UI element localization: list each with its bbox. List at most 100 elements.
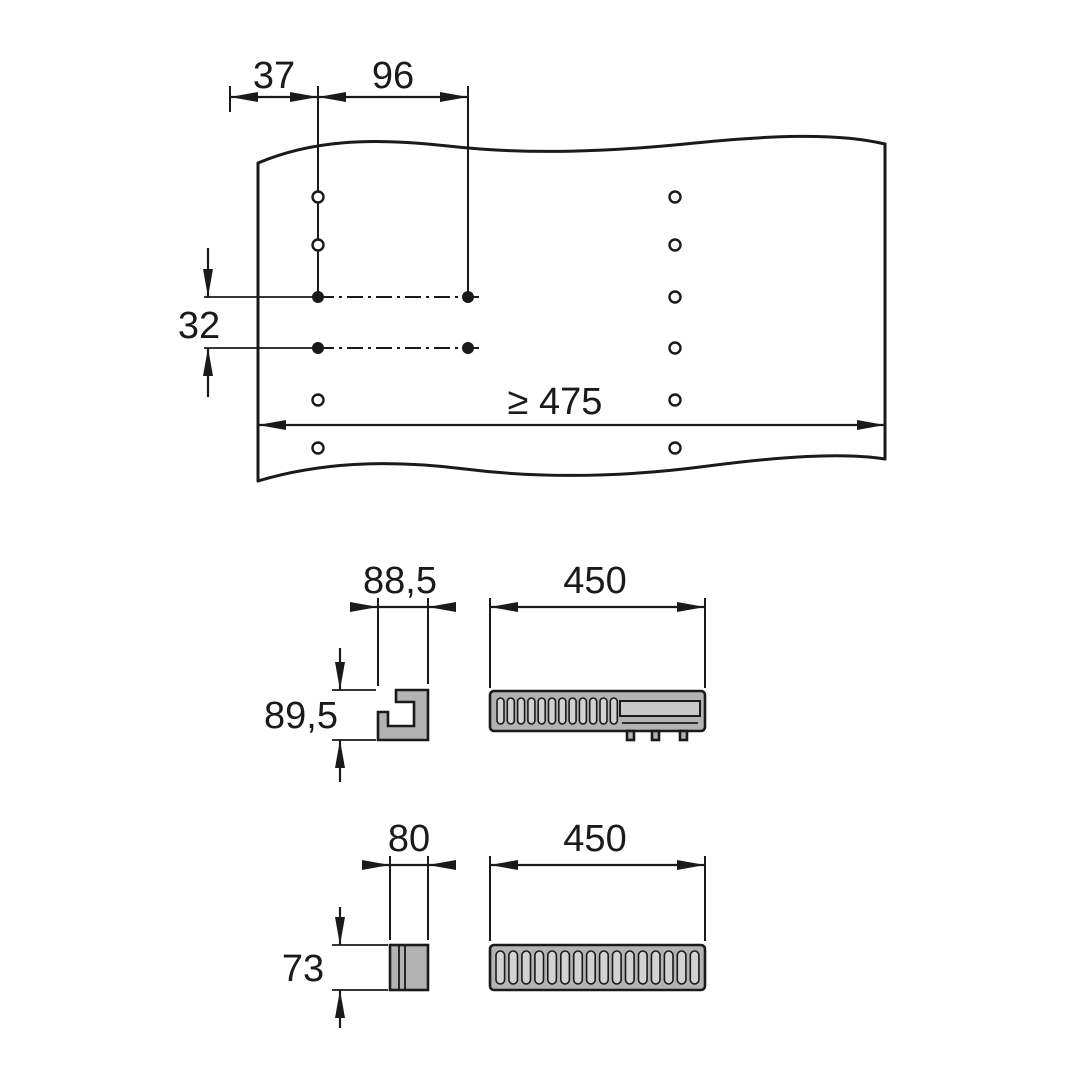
arrow-right-80 [362,860,390,870]
vent-slot [568,697,577,725]
hole [668,441,682,455]
hole [311,238,325,252]
extension-lines-89-5 [332,689,376,741]
dim-80: 80 [362,818,456,940]
arrow-right-88-5 [350,602,378,612]
rear-plate [619,700,701,717]
vent-slot [624,950,635,985]
dim-89-5-label: 89,5 [264,695,338,737]
vent-slot [496,697,505,725]
vent-slot [508,950,519,985]
hole [311,190,325,204]
vent-slot [527,697,536,725]
fixing-hole [312,342,324,354]
dim-475-label: ≥ 475 [508,381,603,423]
hole [668,290,682,304]
fixing-holes [312,291,474,354]
panel-bottom-break-line [256,454,887,483]
unit-side-view-bottom [388,943,430,992]
vent-slot [516,697,526,725]
vent-slot-group [496,697,619,725]
hole [668,190,682,204]
arrow-left-450-bottom [490,860,518,870]
dim-450-bottom: 450 [489,818,706,941]
extension-lines-88-5 [377,598,429,686]
fixing-hole [312,291,324,303]
extension-lines-450-middle [489,598,706,688]
dim-450-middle: 450 [489,560,706,688]
hole [668,341,682,355]
vent-slot [599,697,608,725]
arrow-down-89-5 [335,662,345,690]
vent-slot [546,950,558,985]
vent-slot [650,950,661,985]
bracket-side-view [376,688,430,742]
top-view-panel-drawing: 37 96 32 ≥ 475 [178,55,887,483]
vent-slot [547,697,557,725]
arrow-down-32 [203,269,213,297]
dim-73-label: 73 [282,948,324,990]
dim-450-middle-label: 450 [563,560,626,602]
dim-32: 32 [178,248,482,397]
foot [650,729,661,742]
arrow-up-73 [335,990,345,1018]
fixing-hole [462,291,474,303]
vent-slot [611,950,622,985]
dim-32-label: 32 [178,305,220,347]
side-profile-body [388,943,430,992]
hole [311,441,325,455]
vent-slot [557,697,567,725]
dim-88-5: 88,5 [350,560,456,686]
vent-slot [537,697,547,725]
dim-89-5: 89,5 [264,648,376,782]
vent-slot [495,950,506,985]
vent-slot [598,950,609,985]
vent-slot [506,697,516,725]
arrow-right-37 [290,92,318,102]
dim-37-label: 37 [253,55,295,97]
dim-37-96: 37 96 [229,55,469,292]
arrow-left-80 [428,860,456,870]
extension-lines-32 [204,296,318,349]
dim-73: 73 [282,907,388,1028]
vent-slot [609,697,619,725]
system-holes [311,190,682,455]
unit-front-view-bottom [488,943,707,992]
vent-slot [521,950,532,985]
arrow-left-37 [230,92,258,102]
dim-88-5-label: 88,5 [363,560,437,602]
arrow-up-32 [203,348,213,376]
bottom-unit-drawing: 80 450 73 [282,818,707,1028]
arrow-up-89-5 [335,740,345,768]
arrow-right-475 [857,420,885,430]
arrow-left-88-5 [428,602,456,612]
dim-80-label: 80 [388,818,430,860]
extension-lines-450-bottom [489,856,706,941]
hole [311,393,325,407]
arrow-left-96 [318,92,346,102]
foot [625,729,636,742]
dim-96-label: 96 [372,55,414,97]
vent-slot-group [495,950,700,985]
hole [668,238,682,252]
panel-top-break-line [256,134,887,165]
vent-slot [534,950,545,985]
vent-slot [588,697,598,725]
vent-slot [585,950,596,985]
dim-min-475: ≥ 475 [258,381,885,430]
side-profile-detail-lines [398,945,406,990]
dim-450-bottom-label: 450 [563,818,626,860]
vent-slot [676,950,687,985]
arrow-right-450-bottom [677,860,705,870]
hole [668,393,682,407]
middle-unit-drawing: 88,5 450 89,5 [264,560,707,782]
extension-lines-top [229,86,469,292]
arrow-right-96 [440,92,468,102]
fixing-hole [462,342,474,354]
vent-slot [663,950,674,985]
vent-slot [578,697,588,725]
vent-slot [572,950,584,985]
extension-lines-80 [389,856,429,940]
unit-front-view-middle [488,689,707,742]
